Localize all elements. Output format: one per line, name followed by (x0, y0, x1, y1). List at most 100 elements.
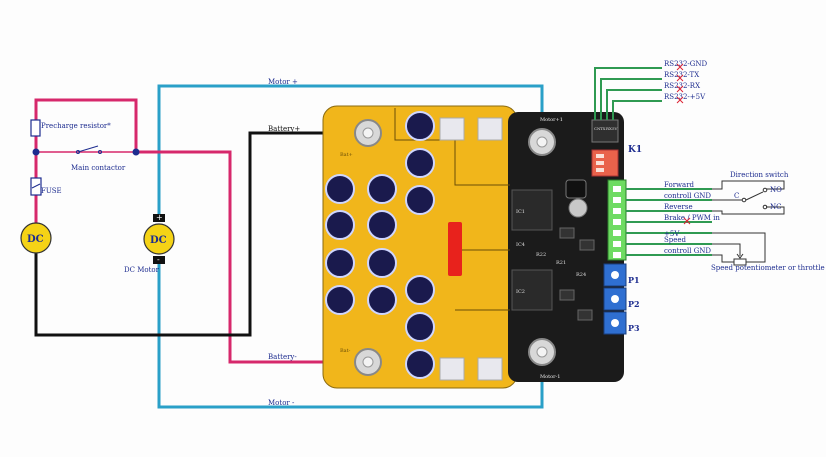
io-label-forward: Forward (664, 181, 695, 189)
motor-minus-label: Motor - (268, 399, 295, 407)
mosfet-block-2 (511, 269, 553, 311)
k1-silk-cn: CN (594, 126, 601, 131)
rs232-tx-wire (600, 78, 662, 120)
battery-dc-label: DC (27, 234, 44, 245)
switch-contact-nc (762, 204, 768, 210)
capacitor (367, 248, 397, 278)
direction-switch-nc-wire (712, 206, 785, 215)
battery-dc (20, 222, 52, 254)
capacitor (405, 111, 435, 141)
io-label-speed: Speed (664, 236, 687, 244)
precharge-resistor (30, 119, 41, 137)
rs232-5v-label: RS232-+5V (664, 93, 706, 101)
speed-pot-label: Speed potentiometer or throttle (711, 264, 825, 272)
silk-motor-minus: Motor-1 (540, 374, 560, 380)
speed-potentiometer (733, 258, 747, 266)
switch-contact-no (762, 187, 768, 193)
capacitor (405, 185, 435, 215)
io-label-gnd-2: controll GND (664, 247, 711, 255)
pot-wiper-arrow (736, 253, 744, 259)
pcb-trace-outline-2 (455, 249, 510, 311)
direction-switch-label: Direction switch (730, 171, 789, 179)
capacitor (325, 285, 355, 315)
mount-tab-bot-1 (439, 357, 465, 381)
rs232-wires: RS232-GND RS232-TX RS232-RX RS232-+5V (594, 60, 708, 120)
dip-toggle-1 (596, 154, 604, 158)
rs232-5v-wire (612, 100, 662, 120)
p1-label: P1 (628, 275, 640, 285)
green-terminal-pin (613, 197, 621, 203)
contactor-switch (77, 145, 99, 153)
brake-x-marker (683, 217, 691, 225)
green-terminal-pin (613, 186, 621, 192)
x-marker (676, 63, 684, 71)
green-terminal-pin (613, 219, 621, 225)
capacitor (325, 248, 355, 278)
contactor-node-left (32, 148, 40, 156)
pot-wire-5v (712, 232, 766, 263)
capacitor (405, 275, 435, 305)
ic-label-6: R24 (576, 272, 586, 278)
battery-plus-label: Battery+ (268, 125, 300, 133)
fuse-element (31, 183, 41, 189)
capacitor (325, 174, 355, 204)
contactor-node-right (132, 148, 140, 156)
bolt-motor-plus-hole (536, 136, 548, 148)
rs232-gnd-label: RS232-GND (664, 60, 708, 68)
contactor-contact-a (76, 150, 80, 154)
switch-nc-label: NC (770, 203, 781, 211)
x-marker (676, 74, 684, 82)
mosfet-block (511, 189, 553, 231)
capacitor (325, 210, 355, 240)
ic-label-4: R22 (536, 252, 546, 258)
green-terminal-screws (613, 186, 621, 258)
rs232-x-markers (676, 63, 684, 104)
x-marker (676, 96, 684, 104)
dc-motor-caption: DC Motor (124, 266, 160, 274)
motor-minus-sign: - (157, 255, 160, 264)
bolt-battery-plus-hole (362, 127, 374, 139)
mount-tab-bot-2 (477, 357, 503, 381)
p2-label: P2 (628, 299, 640, 309)
green-terminal-pin (613, 230, 621, 236)
rs232-header (591, 119, 619, 143)
contactor-contact-b (98, 150, 102, 154)
bolt-battery-minus-hole (362, 356, 374, 368)
direction-switch-no-wire (712, 180, 785, 190)
capacitor (367, 210, 397, 240)
crystal (568, 198, 588, 218)
main-contactor-label: Main contactor (71, 164, 126, 172)
dip-switch-k1 (591, 149, 619, 177)
silk-motor-plus: Motor+1 (540, 117, 563, 123)
pot-wire-gnd (712, 254, 734, 263)
io-label-5v: +5V (664, 230, 680, 238)
motor-dc (143, 223, 175, 255)
mount-tab-top-1 (439, 117, 465, 141)
switch-contact-c (741, 197, 747, 203)
capacitor (405, 148, 435, 178)
io-wires: Forward controll GND Reverse Brake / PWM… (626, 171, 825, 272)
x-marker (676, 85, 684, 93)
capacitor (405, 312, 435, 342)
k1-silk-rx: RX (606, 126, 612, 131)
switch-c-label: C (734, 192, 739, 200)
chip-small-4 (577, 309, 593, 321)
chip-small-2 (579, 239, 595, 251)
controller-board: IC1 IC2 IC4 R22 R21 R24 Motor+1 Motor-1 … (322, 105, 642, 389)
inductor (565, 179, 587, 199)
blue-terminal-screw-p2 (611, 295, 619, 303)
capacitor (405, 349, 435, 379)
k1-silk-5v: 5V (612, 126, 618, 131)
rs232-rx-label: RS232-RX (664, 82, 700, 90)
io-label-brake: Brake / PWM in (664, 214, 720, 222)
switch-lever (745, 191, 764, 201)
blue-terminal-screw-p1 (611, 271, 619, 279)
rs232-rx-wire (606, 89, 662, 120)
motor-plus-sign: + (156, 213, 163, 222)
ic-label-2: IC2 (516, 289, 525, 295)
capacitor (367, 285, 397, 315)
switch-no-label: NO (770, 186, 782, 194)
blue-terminal-screw-p3 (611, 319, 619, 327)
battery-minus-label: Battery- (268, 353, 297, 361)
